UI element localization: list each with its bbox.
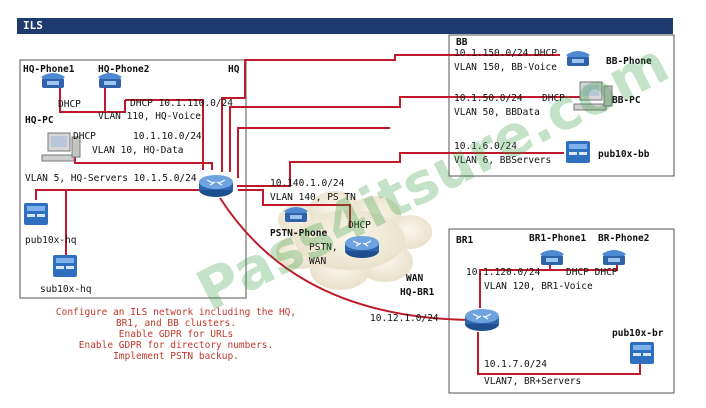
pstn-wan-cloud-icon bbox=[276, 191, 432, 290]
wan-hq-br1-label: HQ-BR1 bbox=[400, 287, 435, 298]
pstn-phone-icon bbox=[284, 207, 308, 222]
hq-phone1-dhcp-label: DHCP bbox=[58, 99, 81, 110]
sub10x-hq-label: sub10x-hq bbox=[40, 284, 91, 295]
hq-site-label: HQ bbox=[228, 64, 240, 75]
hq-data-net-label: 10.1.10.0/24 bbox=[133, 131, 202, 142]
instruction-line-3: Enable GDPR for URLs bbox=[119, 329, 233, 340]
vlan140-label: VLAN 140, PS TN bbox=[270, 192, 356, 203]
wan-cloud-label: WAN bbox=[309, 256, 326, 267]
pstn-dhcp-label: DHCP bbox=[348, 220, 371, 231]
bb-voice-net-label: 10.1.150.0/24 DHCP bbox=[454, 48, 557, 59]
sub10x-hq-server-icon bbox=[53, 255, 77, 277]
task-instructions: Configure an ILS network including the H… bbox=[56, 307, 296, 362]
bb-data-dhcp-label: DHCP bbox=[542, 93, 565, 104]
bb-phone-label: BB-Phone bbox=[606, 56, 652, 67]
br-phone2-icon bbox=[602, 250, 626, 265]
title-bar: ILS bbox=[17, 18, 673, 34]
hq-pc-label: HQ-PC bbox=[25, 115, 54, 126]
pub10x-br-server-icon bbox=[630, 342, 654, 364]
vlan120-label: VLAN 120, BR1-Voice bbox=[484, 281, 593, 292]
pub10x-br-label: pub10x-br bbox=[612, 328, 664, 339]
vlan6-label: VLAN 6, BBServers bbox=[454, 155, 551, 166]
hq-pc-dhcp-label: DHCP bbox=[73, 131, 96, 142]
bb-pc-label: BB-PC bbox=[612, 95, 641, 106]
bb-pc-icon bbox=[573, 81, 613, 111]
diagram-title: ILS bbox=[23, 19, 43, 32]
pub10x-hq-label: pub10x-hq bbox=[25, 235, 76, 246]
network-links bbox=[35, 54, 641, 375]
pstn-phone-label: PSTN-Phone bbox=[270, 228, 327, 239]
vlan110-label: VLAN 110, HQ-Voice bbox=[98, 111, 201, 122]
vlan50-label: VLAN 50, BBData bbox=[454, 107, 540, 118]
bb-phone-icon bbox=[566, 51, 590, 66]
vlan7-label: VLAN7, BR+Servers bbox=[484, 376, 581, 387]
pstn-label: PSTN, bbox=[309, 242, 338, 253]
vlan5-label: VLAN 5, HQ-Servers 10.1.5.0/24 bbox=[25, 173, 197, 184]
br-phone2-label: BR-Phone2 bbox=[598, 233, 649, 244]
br-dhcp-label: DHCP DHCP bbox=[566, 267, 618, 278]
bb-site-label: BB bbox=[456, 37, 468, 48]
br1-router-icon bbox=[465, 309, 499, 331]
pstn-router-icon bbox=[345, 236, 379, 258]
pstn-net-label: 10.140.1.0/24 bbox=[270, 178, 345, 189]
br-servers-net-label: 10.1.7.0/24 bbox=[484, 359, 547, 370]
hq-pc-icon bbox=[41, 132, 81, 162]
vlan150-label: VLAN 150, BB-Voice bbox=[454, 62, 557, 73]
hq-phone1-icon bbox=[41, 73, 65, 88]
instruction-line-4: Enable GDPR for directory numbers. bbox=[79, 340, 273, 351]
pub10x-bb-server-icon bbox=[566, 141, 590, 163]
wan-label: WAN bbox=[406, 273, 423, 284]
instruction-line-5: Implement PSTN backup. bbox=[113, 351, 239, 362]
bb-data-net-label: 10.1.50.0/24 bbox=[454, 93, 523, 104]
pub10x-bb-label: pub10x-bb bbox=[598, 149, 650, 160]
br1-site-label: BR1 bbox=[456, 235, 473, 246]
vlan10-label: VLAN 10, HQ-Data bbox=[92, 145, 184, 156]
bb-servers-net-label: 10.1.6.0/24 bbox=[454, 141, 517, 152]
br1-phone1-icon bbox=[540, 250, 564, 265]
pub10x-hq-server-icon bbox=[24, 203, 48, 225]
hq-phone2-label: HQ-Phone2 bbox=[98, 64, 149, 75]
br-voice-net-label: 10.1.120.0/24 bbox=[466, 267, 541, 278]
hq-phone1-label: HQ-Phone1 bbox=[23, 64, 75, 75]
br1-phone1-label: BR1-Phone1 bbox=[529, 233, 586, 244]
instruction-line-2: BR1, and BB clusters. bbox=[116, 318, 236, 329]
hq-voice-dhcp-label: DHCP 10.1.110.0/24 bbox=[130, 98, 233, 109]
instruction-line-1: Configure an ILS network including the H… bbox=[56, 307, 296, 318]
hq-router-icon bbox=[199, 175, 233, 197]
hq-phone2-icon bbox=[98, 73, 122, 88]
wan-net-label: 10.12.1.0/24 bbox=[370, 313, 439, 324]
